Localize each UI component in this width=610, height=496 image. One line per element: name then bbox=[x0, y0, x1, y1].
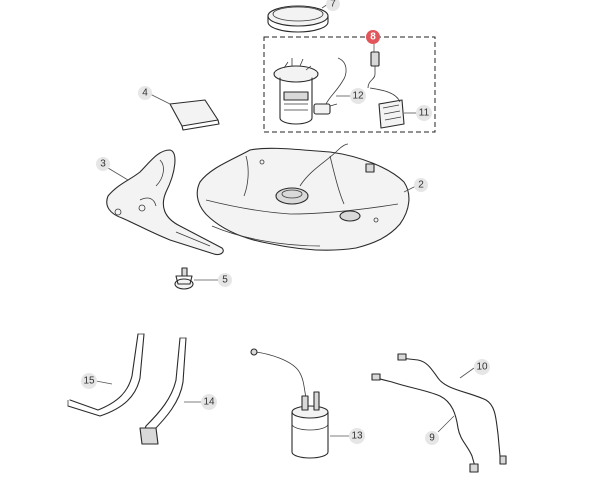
callout-7[interactable]: 7 bbox=[326, 0, 340, 11]
svg-text:10: 10 bbox=[476, 362, 488, 373]
svg-text:8: 8 bbox=[370, 32, 376, 43]
callout-4[interactable]: 4 bbox=[138, 86, 152, 100]
part-rollover-valve[interactable] bbox=[174, 267, 194, 290]
part-tank-strap-left[interactable] bbox=[67, 333, 145, 417]
part-fuel-pump-module[interactable] bbox=[273, 58, 319, 125]
leader-10 bbox=[459, 367, 475, 379]
part-evap-canister[interactable] bbox=[250, 348, 329, 459]
callout-8[interactable]: 8 bbox=[366, 30, 380, 44]
leader-4 bbox=[149, 93, 171, 105]
part-lock-ring[interactable] bbox=[267, 5, 329, 33]
callout-9[interactable]: 9 bbox=[425, 431, 439, 445]
svg-text:3: 3 bbox=[100, 159, 106, 170]
callout-12[interactable]: 12 bbox=[350, 88, 366, 104]
svg-text:5: 5 bbox=[222, 275, 228, 286]
svg-text:2: 2 bbox=[418, 180, 424, 191]
part-heat-shield[interactable] bbox=[106, 149, 224, 256]
part-fuel-line-10[interactable] bbox=[397, 353, 507, 465]
callout-14[interactable]: 14 bbox=[201, 394, 217, 410]
svg-text:11: 11 bbox=[419, 108, 430, 119]
svg-text:7: 7 bbox=[330, 0, 336, 10]
leader-2 bbox=[403, 185, 417, 193]
leader-15 bbox=[95, 380, 113, 385]
callout-15[interactable]: 15 bbox=[81, 373, 97, 389]
svg-text:9: 9 bbox=[429, 433, 435, 444]
svg-text:14: 14 bbox=[203, 397, 215, 408]
part-sender-unit[interactable] bbox=[313, 57, 347, 115]
callout-11[interactable]: 11 bbox=[416, 105, 432, 121]
svg-text:4: 4 bbox=[142, 88, 148, 99]
svg-text:15: 15 bbox=[83, 376, 95, 387]
part-pump-control-module[interactable] bbox=[369, 87, 405, 129]
part-pump-connector[interactable] bbox=[367, 51, 380, 89]
callout-3[interactable]: 3 bbox=[96, 157, 110, 171]
part-fuel-tank[interactable] bbox=[196, 143, 410, 251]
callout-10[interactable]: 10 bbox=[474, 359, 490, 375]
svg-text:13: 13 bbox=[351, 431, 363, 442]
leader-3 bbox=[107, 167, 129, 181]
part-insulation-pad[interactable] bbox=[169, 99, 220, 131]
callout-2[interactable]: 2 bbox=[414, 178, 428, 192]
part-tank-strap-right[interactable] bbox=[139, 337, 187, 445]
callout-5[interactable]: 5 bbox=[218, 273, 232, 287]
callout-13[interactable]: 13 bbox=[349, 428, 365, 444]
fuel-pump-assembly-group bbox=[263, 36, 436, 133]
leader-9 bbox=[437, 415, 455, 433]
part-fuel-line-9[interactable] bbox=[371, 373, 479, 473]
svg-text:12: 12 bbox=[352, 91, 364, 102]
